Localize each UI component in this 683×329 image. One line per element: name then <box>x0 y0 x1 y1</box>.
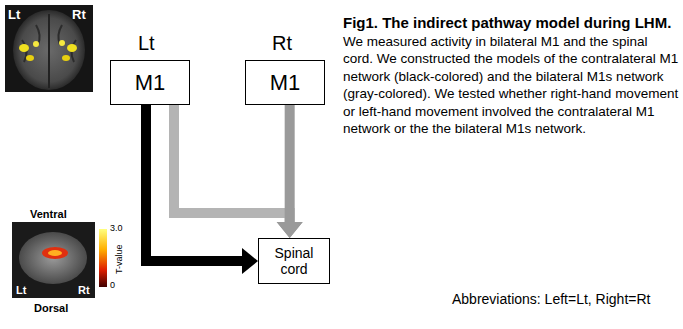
node-text: Spinal cord <box>268 245 320 277</box>
colorbar-max: 3.0 <box>110 224 123 234</box>
brain-image <box>5 5 93 92</box>
region-box: M1 <box>245 60 325 105</box>
figure-caption: We measured activity in bilateral M1 and… <box>343 34 678 137</box>
caption-block: Fig1. The indirect pathway model during … <box>343 14 679 138</box>
node-text: M1 <box>135 70 166 95</box>
abbreviation-note: Abbreviations: Left=Lt, Right=Rt <box>452 292 650 307</box>
orientation-label: Ventral <box>30 208 67 220</box>
region-box: M1 <box>110 60 190 105</box>
colorbar-title: T-value <box>115 244 125 274</box>
spinal-cord-image <box>12 222 107 298</box>
pathway-arrow <box>277 105 303 238</box>
image-side-label: Rt <box>78 284 90 296</box>
colorbar-min: 0 <box>110 281 115 291</box>
colorbar <box>99 229 107 287</box>
pathway-arrow <box>146 105 258 274</box>
figure-title: Fig1. The indirect pathway model during … <box>343 14 671 31</box>
column-header: Rt <box>272 32 292 54</box>
pathway-arrow <box>174 105 303 238</box>
column-header: Lt <box>138 32 155 54</box>
orientation-label: Dorsal <box>34 302 68 314</box>
image-side-label: Rt <box>72 8 86 22</box>
node-text: M1 <box>270 70 301 95</box>
image-side-label: Lt <box>16 284 26 296</box>
image-side-label: Lt <box>8 8 20 22</box>
target-box: Spinal cord <box>258 238 330 284</box>
